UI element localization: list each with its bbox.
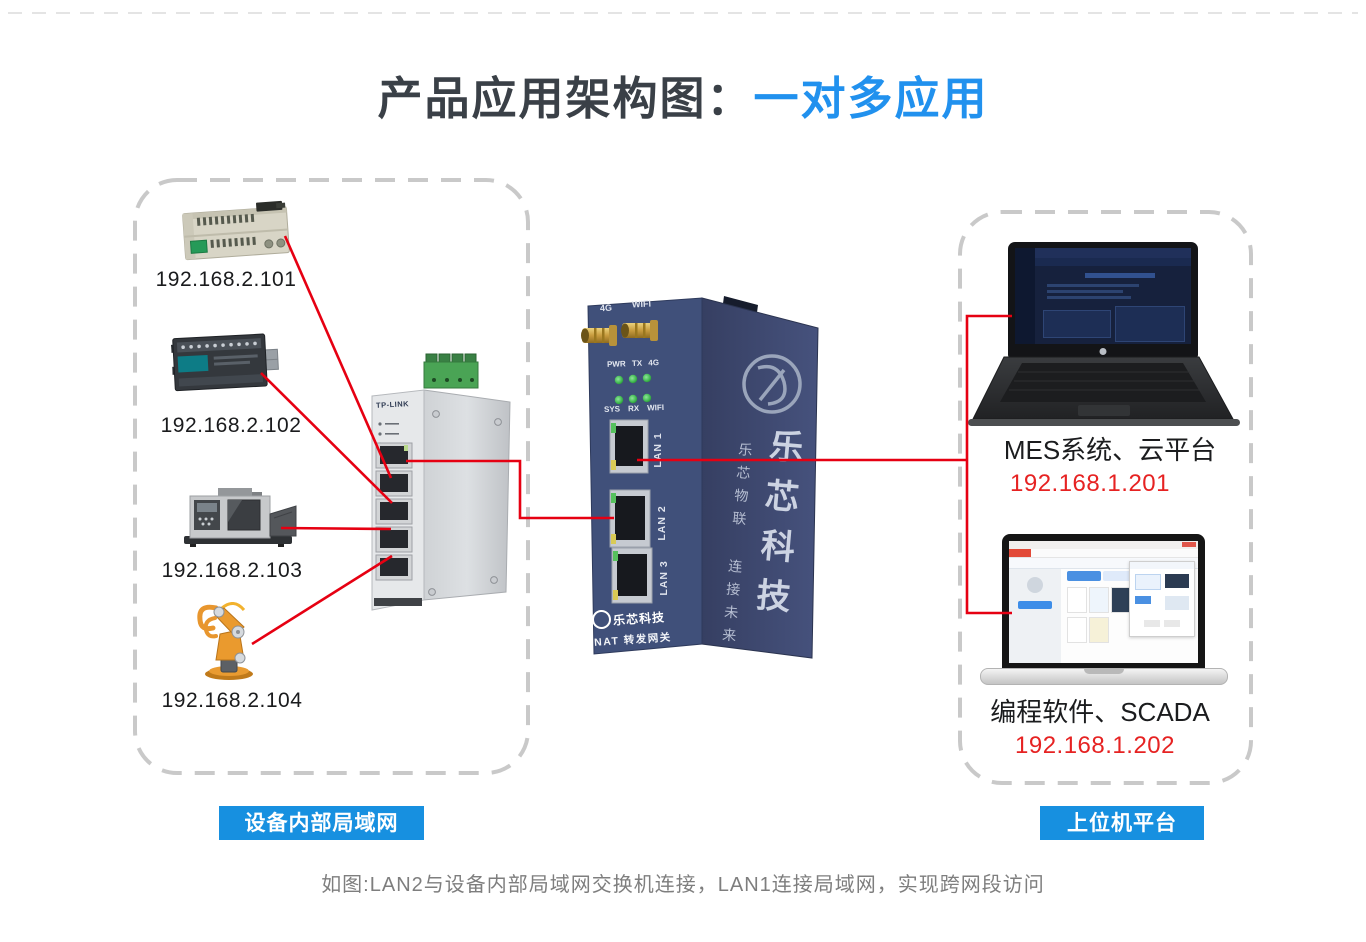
- host-platform-group-pill: 上位机平台: [1040, 806, 1204, 840]
- status-leds: [614, 373, 652, 405]
- link-device3-switch: [280, 526, 392, 531]
- antenna-wifi: [621, 320, 658, 341]
- link-device4-switch: [251, 554, 393, 646]
- link-switch-lan2: [406, 459, 614, 520]
- diagram-caption: 如图:LAN2与设备内部局域网交换机连接，LAN1连接局域网，实现跨网段访问: [321, 874, 1045, 896]
- brand-emblem: [742, 354, 802, 414]
- plc-controller-2-image: [170, 333, 279, 392]
- ip-label-device-4: 192.168.2.104: [161, 689, 303, 712]
- page-title-black: 产品应用架构图：: [377, 73, 754, 124]
- plc-controller-1-image: [182, 200, 290, 261]
- laptop-scada-desktop: [1009, 541, 1198, 663]
- link-device2-switch: [260, 372, 393, 504]
- gateway-lan-ports: [609, 419, 653, 604]
- page-title-blue: 一对多应用: [753, 73, 989, 124]
- page-title: 产品应用架构图：一对多应用: [0, 62, 1366, 127]
- ip-label-device-3: 192.168.2.103: [161, 559, 303, 582]
- laptop-mes-base: [968, 356, 1240, 426]
- laptop-scada-base: [980, 668, 1228, 685]
- device-lan-group-pill: 设备内部局域网: [219, 806, 424, 840]
- switch-ports: [375, 442, 413, 581]
- laptop-logo-icon: [1099, 348, 1107, 355]
- laptop-mes-screen: [1008, 242, 1198, 358]
- laptop-mes-caption: MES系统、云平台: [1003, 435, 1217, 465]
- robot-arm-image: [197, 602, 253, 680]
- host-platform-group-box: [958, 210, 1253, 785]
- cnc-machine-image: [184, 488, 297, 547]
- laptop-scada-screen: [1002, 534, 1205, 670]
- switch-terminal-block: [423, 353, 479, 389]
- link-device1-switch: [283, 235, 393, 479]
- ip-label-device-2: 192.168.2.102: [160, 414, 302, 437]
- antenna-4g: [581, 325, 617, 346]
- laptop-scada-caption: 编程软件、SCADA: [990, 697, 1210, 727]
- gateway-image: [581, 296, 819, 659]
- ip-label-mes: 192.168.1.201: [1010, 470, 1170, 497]
- device-lan-group-box: [133, 178, 530, 775]
- ip-label-scada: 192.168.1.202: [1015, 732, 1175, 759]
- laptop-mes-dashboard: [1015, 248, 1191, 344]
- ip-label-device-1: 192.168.2.101: [155, 268, 297, 291]
- ethernet-switch-image: [371, 353, 511, 611]
- link-bus-laptops: [965, 314, 1012, 615]
